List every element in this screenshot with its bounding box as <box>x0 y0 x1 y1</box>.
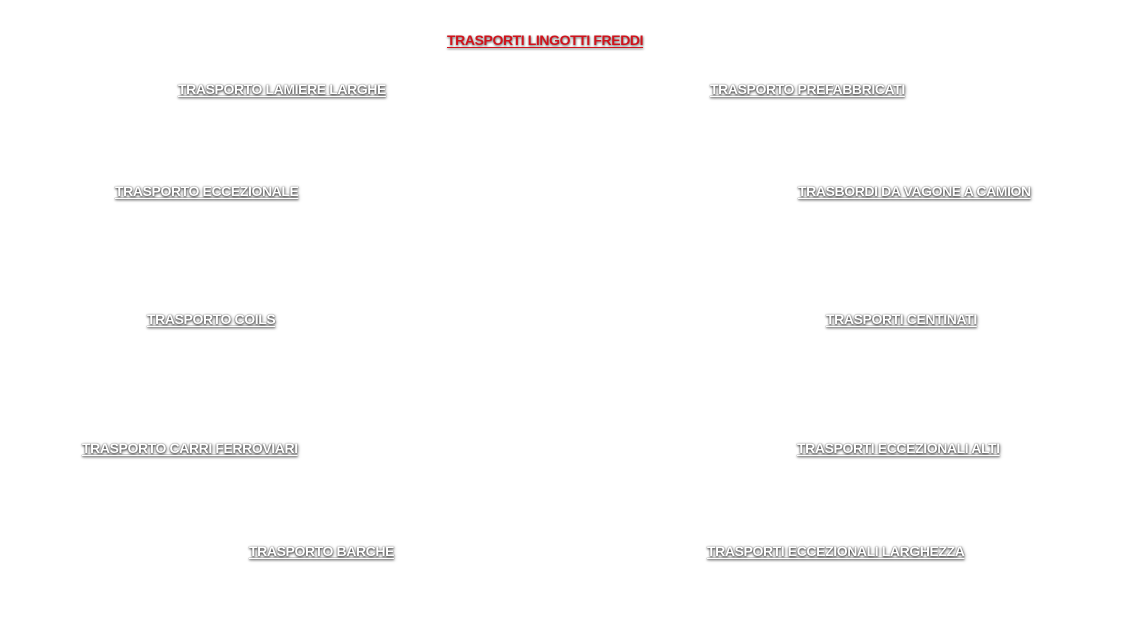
link-trasporto-coils[interactable]: TRASPORTO COILS <box>147 311 276 327</box>
link-trasporti-lingotti-freddi[interactable]: TRASPORTI LINGOTTI FREDDI <box>447 32 644 48</box>
link-trasporti-eccezionali-alti[interactable]: TRASPORTI ECCEZIONALI ALTI <box>797 440 1000 456</box>
link-trasporti-centinati[interactable]: TRASPORTI CENTINATI <box>826 311 977 327</box>
link-trasporto-lamiere-larghe[interactable]: TRASPORTO LAMIERE LARGHE <box>178 81 386 97</box>
link-trasporto-barche[interactable]: TRASPORTO BARCHE <box>249 543 395 559</box>
link-trasporto-prefabbricati[interactable]: TRASPORTO PREFABBRICATI <box>710 81 905 97</box>
link-trasporto-carri-ferroviari[interactable]: TRASPORTO CARRI FERROVIARI <box>82 440 298 456</box>
link-trasporto-eccezionale[interactable]: TRASPORTO ECCEZIONALE <box>115 183 299 199</box>
link-trasporti-eccezionali-larghezza[interactable]: TRASPORTI ECCEZIONALI LARGHEZZA <box>707 543 965 559</box>
link-trasbordi-da-vagone-a-camion[interactable]: TRASBORDI DA VAGONE A CAMION <box>798 183 1031 199</box>
